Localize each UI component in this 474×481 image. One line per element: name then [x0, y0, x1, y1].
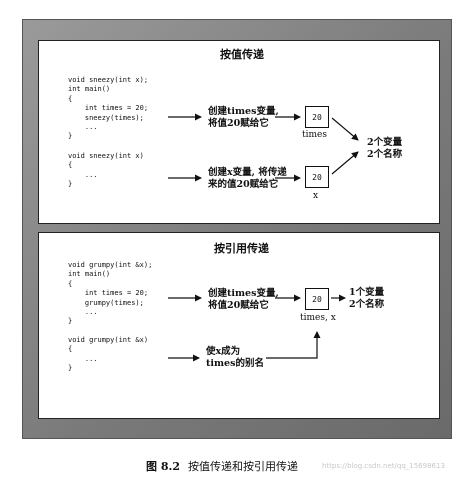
ref-result-line1: 1个变量 [349, 287, 385, 298]
ref-note-times: 创建times变量, 将值20赋给它 [208, 288, 279, 312]
ref-note-alias: 使x成为 times的别名 [206, 346, 264, 370]
value-note-times-line2: 将值20赋给它 [208, 118, 269, 129]
ref-note-alias-line1: 使x成为 [206, 346, 241, 357]
ref-code-function: void grumpy(int &x) { ... } [68, 336, 149, 373]
figure-number: 图 8.2 [146, 460, 180, 473]
ref-memory-label: times, x [300, 313, 336, 323]
ref-note-times-line2: 将值20赋给它 [208, 300, 269, 311]
value-note-times: 创建times变量, 将值20赋给它 [208, 106, 279, 130]
value-memory-label-x: x [313, 191, 319, 201]
figure-caption: 图 8.2 按值传递和按引用传递 [146, 458, 298, 474]
value-note-x: 创建x变量, 将传递 来的值20赋给它 [208, 167, 287, 191]
pass-by-value-title: 按值传递 [220, 48, 264, 61]
ref-note-alias-line2: times的别名 [206, 358, 264, 369]
value-memory-box-x: 20 [305, 166, 329, 188]
pass-by-reference-panel [38, 232, 440, 419]
watermark-text: https://blog.csdn.net/qq_15698613 [322, 462, 445, 470]
ref-result-line2: 2个名称 [349, 299, 385, 310]
ref-code-main: void grumpy(int &x); int main() { int ti… [68, 261, 153, 326]
arrow-value-times-to-result [331, 117, 359, 141]
value-memory-box-times: 20 [305, 106, 329, 128]
figure-caption-text: 按值传递和按引用传递 [187, 460, 298, 473]
pass-by-reference-title: 按引用传递 [214, 242, 269, 255]
value-code-function: void sneezy(int x) { ... } [68, 152, 144, 189]
value-result-line2: 2个名称 [367, 149, 403, 160]
ref-memory-box: 20 [305, 288, 329, 310]
value-result: 2个变量 2个名称 [367, 137, 402, 161]
value-code-main: void sneezy(int x); int main() { int tim… [68, 76, 149, 141]
value-note-x-line1: 创建x变量, 将传递 [208, 167, 287, 178]
value-result-line1: 2个变量 [367, 137, 403, 148]
ref-note-times-line1: 创建times变量, [208, 288, 279, 299]
arrow-ref-alias-to-box [266, 331, 321, 359]
value-note-times-line1: 创建times变量, [208, 106, 279, 117]
value-memory-label-times: times [302, 130, 327, 140]
ref-result: 1个变量 2个名称 [349, 287, 384, 311]
value-note-x-line2: 来的值20赋给它 [208, 179, 279, 190]
arrow-value-x-to-result [331, 151, 359, 175]
pass-by-value-panel [38, 40, 440, 224]
